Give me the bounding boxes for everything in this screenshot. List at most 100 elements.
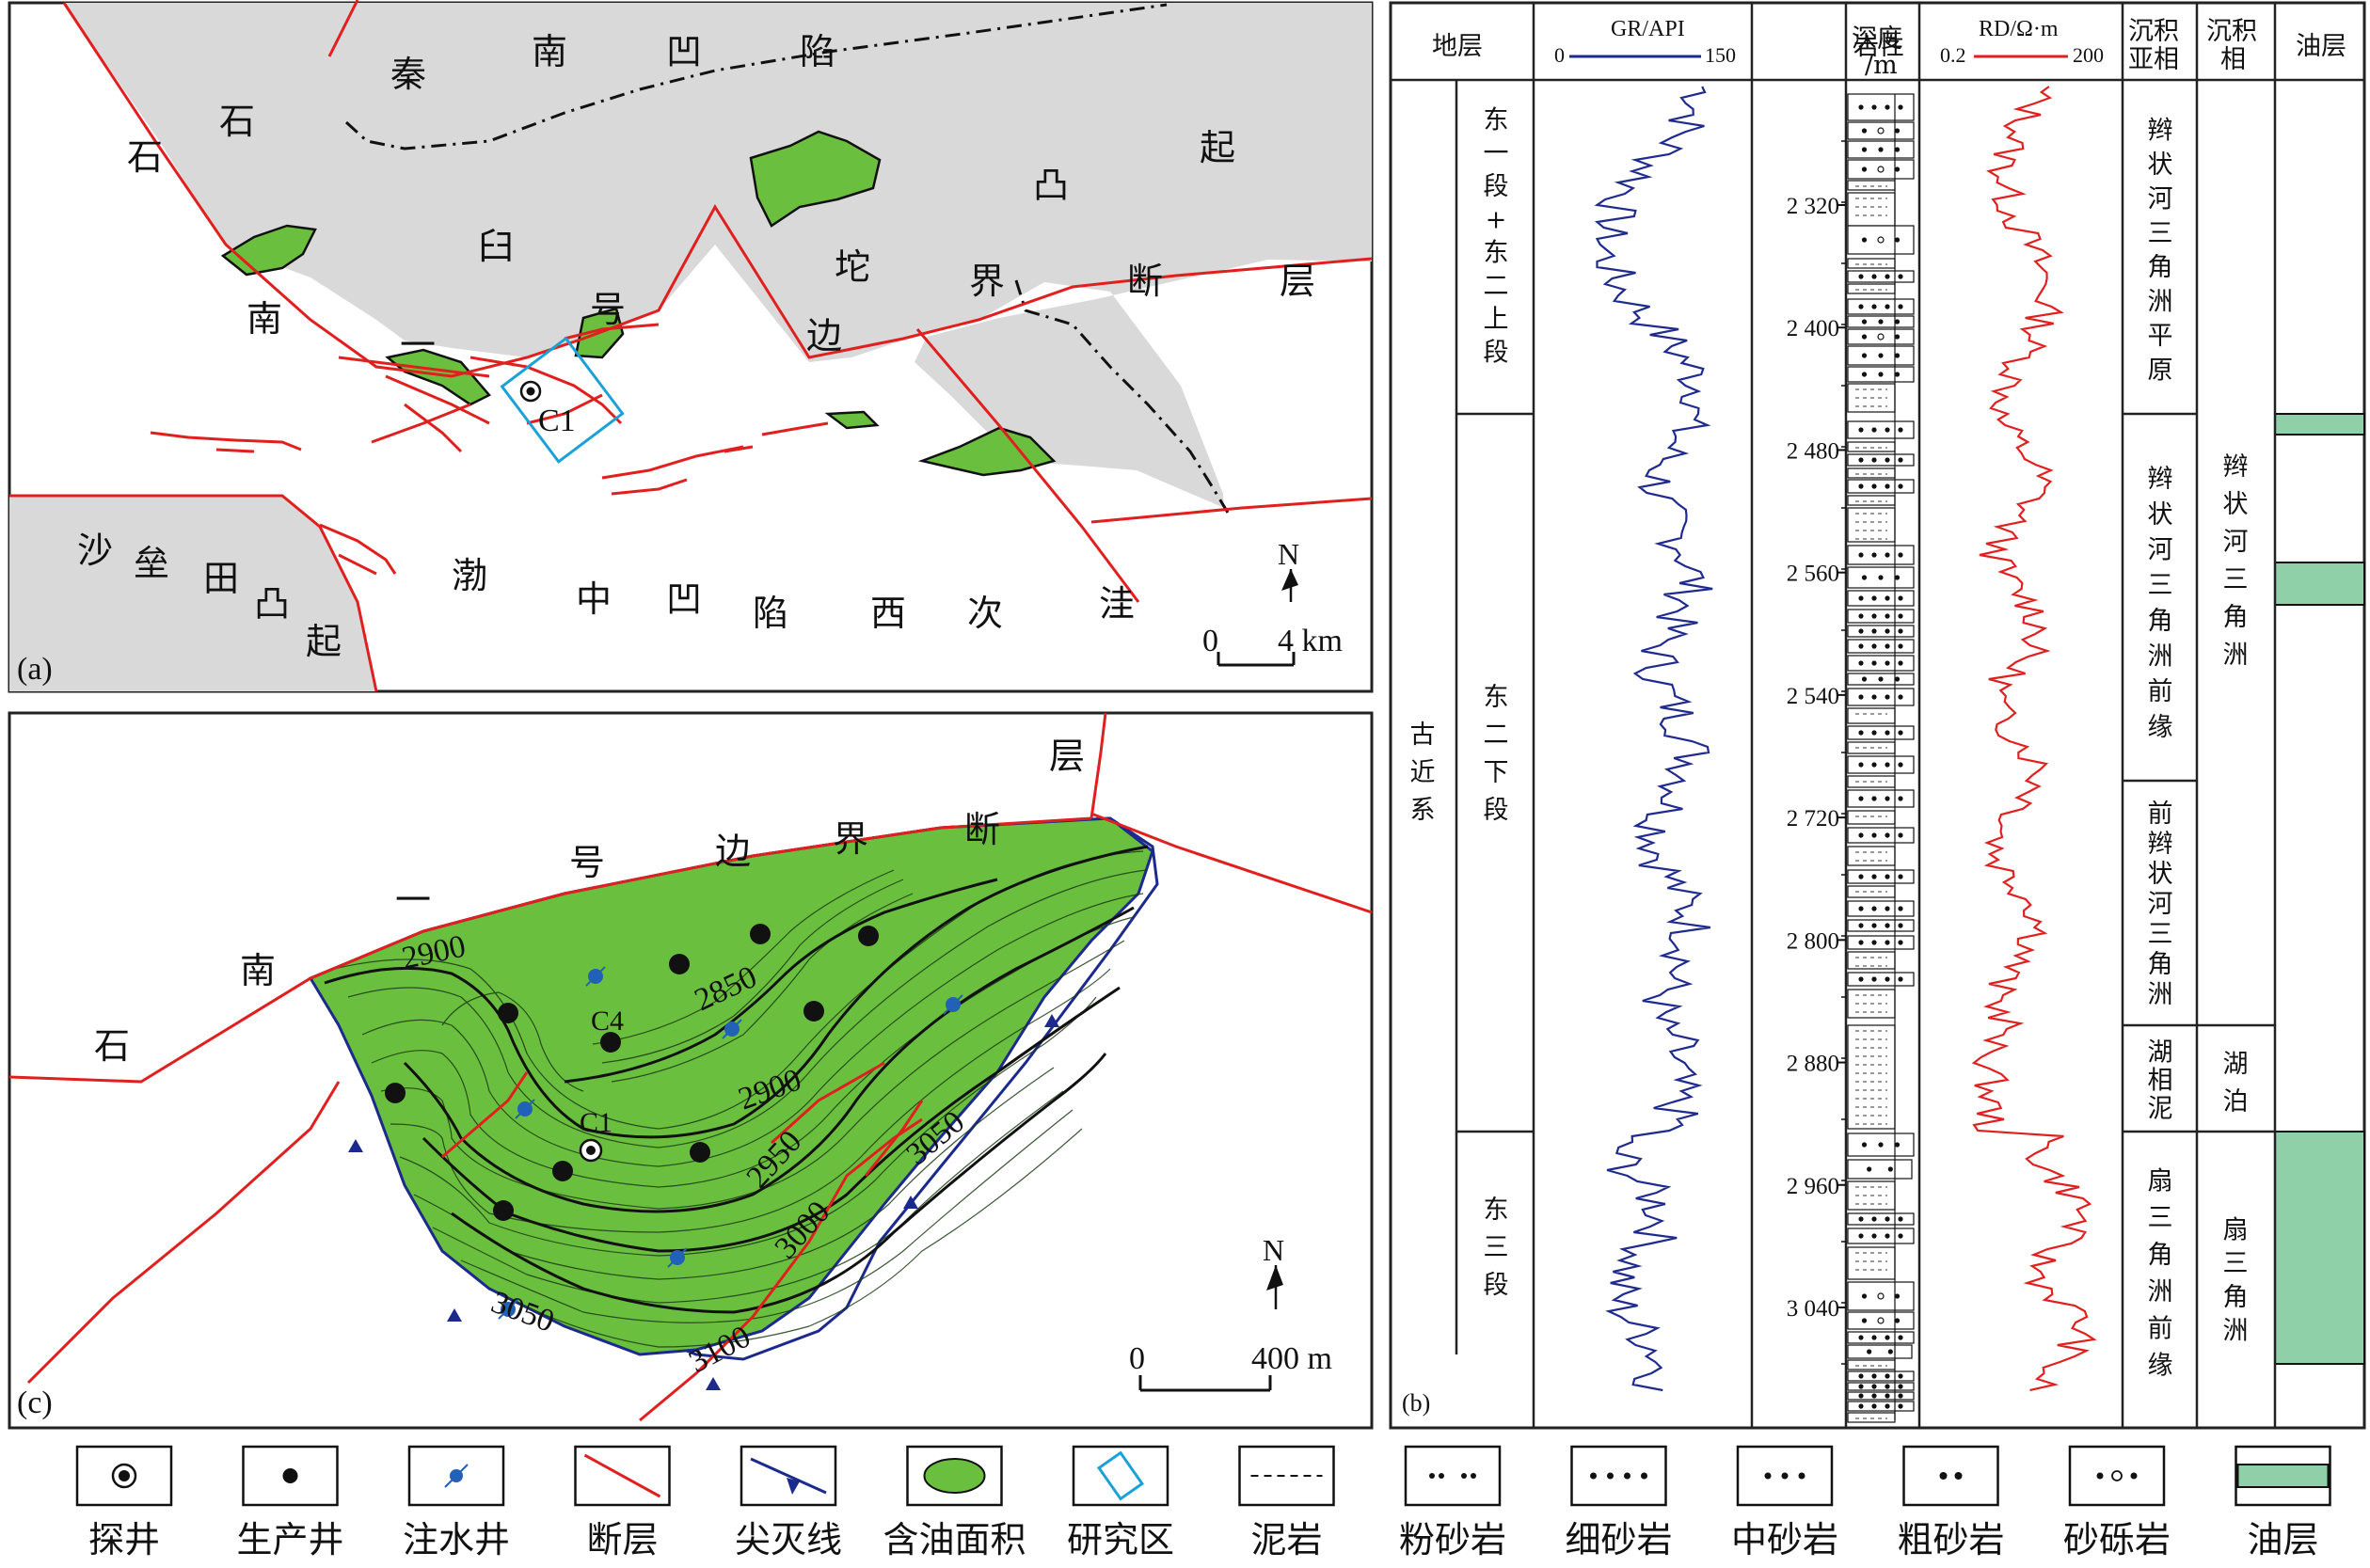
svg-text:古近系: 古近系: [1410, 721, 1436, 825]
production-well: [600, 1032, 621, 1053]
north-arrow-a: N: [1278, 537, 1299, 602]
lithology-bed: [1847, 159, 1915, 180]
production-well: [669, 954, 690, 974]
injection-wells: [498, 966, 963, 1320]
well-label-c1-c: C1: [580, 1107, 612, 1138]
glutenite-icon: [2096, 1470, 2138, 1481]
depth-tick-label: 2 720: [1787, 806, 1839, 832]
label-jie: 界: [969, 261, 1005, 302]
lithology-bed: [1847, 507, 1896, 543]
panel-c: C1 C4 2900 2850 2900 2950 3000 3050 3050…: [8, 711, 1374, 1430]
lithology-bed: [1847, 639, 1915, 654]
production-well: [552, 1161, 573, 1181]
depth-tick-label: 2 560: [1787, 562, 1839, 587]
pinch-out-line-icon: [750, 1457, 827, 1495]
header-gr: GR/API 0 150: [1554, 17, 1736, 67]
header-facies-2: 相: [2220, 45, 2246, 74]
legend-item-coarse-sandstone: 粗砂岩: [1897, 1445, 2005, 1560]
lithology-bed: [1847, 1331, 1915, 1344]
legend-item-study-area: 研究区: [1067, 1445, 1174, 1560]
legend-item-medium-sandstone: 中砂岩: [1731, 1445, 1838, 1560]
label-c-shi: 石: [94, 1025, 130, 1067]
member-label: 东一段+东二上段: [1484, 106, 1509, 368]
label-c-yi: 一: [395, 879, 431, 921]
lithology-bed: [1847, 827, 1915, 844]
lithology-bed: [1847, 453, 1915, 467]
oil-area-a2: [385, 348, 491, 406]
label-nan: 南: [532, 31, 567, 72]
label-ceng: 层: [1280, 261, 1315, 302]
lithology-bed: [1847, 1359, 1896, 1370]
svg-text:湖泊: 湖泊: [2223, 1050, 2249, 1117]
lithology-bed: [1847, 1246, 1896, 1280]
lithology-bed: [1847, 1227, 1915, 1244]
member-label: 东三段: [1484, 1196, 1509, 1300]
legend-label: 粉砂岩: [1399, 1519, 1506, 1560]
lithology-bed: [1847, 383, 1896, 413]
panel-a-tag: (a): [17, 652, 53, 687]
label-qi2: 起: [306, 621, 342, 662]
production-well: [493, 1200, 514, 1221]
lithology-bed: [1847, 688, 1915, 706]
depth-tick-label: 2 540: [1787, 684, 1839, 709]
lithology-bed: [1847, 900, 1915, 917]
lithology-bed: [1847, 625, 1915, 638]
injection-well: [722, 1019, 742, 1039]
fault-icon: [583, 1453, 661, 1498]
label-c-hao: 号: [569, 842, 605, 883]
facies-label: 辫状河三角洲: [2223, 452, 2249, 670]
svg-text:扇三角洲: 扇三角洲: [2223, 1216, 2249, 1346]
depth-tick-label: 2 880: [1787, 1052, 1839, 1077]
label-yi: 一: [400, 325, 436, 366]
legend-label: 粗砂岩: [1897, 1519, 2004, 1560]
label-hao: 号: [590, 289, 626, 330]
lithology-bed: [1847, 270, 1915, 283]
panel-c-tag: (c): [17, 1386, 53, 1420]
legend-item-fine-sandstone: 细砂岩: [1565, 1445, 1673, 1560]
lithology-bed: [1847, 725, 1915, 740]
label-qi: 起: [1200, 127, 1235, 168]
legend-label: 细砂岩: [1565, 1519, 1672, 1560]
production-well: [690, 1142, 710, 1163]
svg-text:0: 0: [1202, 624, 1218, 658]
lithology-bed: [1847, 298, 1915, 315]
depth-tick-label: 2 320: [1787, 194, 1839, 219]
svg-text:400 m: 400 m: [1251, 1341, 1332, 1376]
lithology-bed: [1847, 1212, 1915, 1226]
lithology-bed: [1847, 467, 1896, 479]
lithology-bed: [1847, 655, 1915, 672]
production-well: [385, 1083, 406, 1103]
injection-well: [585, 966, 606, 987]
lithology-bed: [1847, 1370, 1915, 1382]
svg-text:东一段+东二上段: 东一段+东二上段: [1484, 106, 1509, 368]
svg-text:200: 200: [2073, 43, 2104, 67]
label-bo: 渤: [452, 555, 487, 596]
svg-text:扇三角洲前缘: 扇三角洲前缘: [2148, 1166, 2173, 1380]
legend-item-oil-layer: 油层: [2235, 1445, 2331, 1560]
lithology-bed: [1847, 935, 1915, 950]
production-well-icon: [282, 1468, 298, 1483]
header-depth-1: 深度: [1852, 24, 1902, 54]
gray-uplift-sw: [9, 496, 376, 691]
lithology-bed: [1847, 989, 1896, 1019]
lithology-bed: [1847, 707, 1896, 724]
label-tu: 凸: [1033, 165, 1069, 206]
exploration-well-icon: [111, 1463, 137, 1489]
depth-tick-label: 2 800: [1787, 928, 1839, 954]
svg-text:150: 150: [1705, 43, 1736, 67]
column-grid: [1391, 3, 2364, 1428]
depth-tick-label: 2 960: [1787, 1174, 1839, 1199]
svg-text:RD/Ω·m: RD/Ω·m: [1979, 17, 2059, 41]
lithology-bed: [1847, 972, 1915, 987]
label-zhong: 中: [576, 578, 612, 620]
lithology-bed: [1847, 1024, 1896, 1130]
legend-label: 泥岩: [1250, 1519, 1322, 1560]
legend-label: 探井: [88, 1519, 160, 1560]
lithology-bed: [1847, 741, 1896, 754]
svg-text:N: N: [1263, 1233, 1284, 1267]
oil-area-a6: [917, 426, 1057, 477]
siltstone-icon: [1429, 1473, 1476, 1479]
label-bian: 边: [806, 315, 842, 356]
label-c-bian: 边: [715, 831, 751, 872]
